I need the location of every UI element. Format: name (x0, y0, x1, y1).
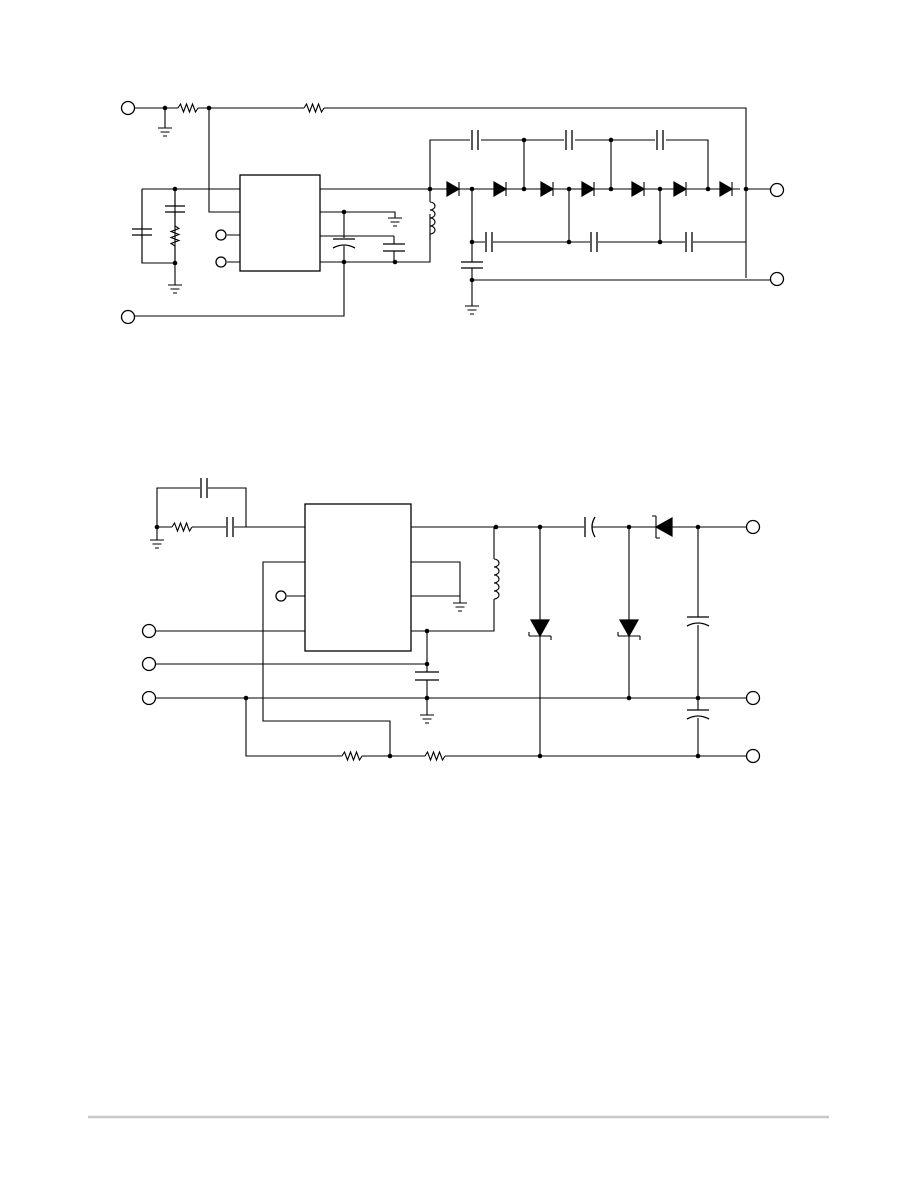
ground-symbol (168, 263, 182, 294)
resistor-bottom-3 (424, 750, 446, 762)
inductor-bottom (493, 558, 500, 600)
ground-symbol (453, 602, 467, 612)
resistor-bottom-1 (171, 521, 193, 533)
capacitor-mult-4 (485, 232, 493, 252)
ground-symbol (388, 217, 402, 227)
diode-chain (446, 180, 734, 198)
zener-diode-3 (654, 516, 673, 538)
bottom-circuit (141, 478, 761, 764)
top-circuit (120, 100, 785, 325)
ic-chip-bottom (304, 503, 412, 652)
capacitor-output-1 (686, 616, 710, 627)
input-terminal-1[interactable] (141, 623, 157, 639)
output-terminal-return[interactable] (769, 271, 785, 287)
capacitor-output-2 (686, 709, 710, 720)
input-terminal-3[interactable] (141, 690, 157, 706)
zener-diode-1 (529, 619, 551, 638)
resistor-r2 (303, 102, 325, 114)
capacitor-series (226, 517, 234, 537)
capacitor-feedback (200, 478, 208, 498)
resistor-r1 (177, 102, 199, 114)
capacitor-electrolytic-top (332, 238, 356, 249)
output-terminal-2[interactable] (745, 690, 761, 706)
capacitor-mult-6 (685, 232, 693, 252)
output-terminal-high[interactable] (769, 182, 785, 198)
resistor-bottom-2 (341, 750, 363, 762)
pin-terminal-c[interactable] (275, 590, 287, 602)
input-terminal-2[interactable] (141, 656, 157, 672)
ground-symbol (420, 714, 434, 724)
capacitor-mult-3 (656, 130, 664, 150)
input-terminal-top[interactable] (120, 100, 136, 116)
capacitor-top-right (383, 243, 405, 252)
capacitor-bypass (415, 671, 439, 681)
output-terminal-3[interactable] (745, 748, 761, 764)
inductor-top (429, 201, 436, 235)
resistor-rc (169, 225, 181, 263)
pin-terminal-b[interactable] (215, 256, 227, 268)
ic-chip-top (239, 174, 321, 272)
capacitor-mult-5 (590, 232, 598, 252)
ground-symbol (158, 108, 172, 137)
capacitor-mult-2 (565, 130, 573, 150)
input-terminal-bottom[interactable] (120, 309, 136, 325)
output-terminal-1[interactable] (745, 519, 761, 535)
zener-diode-2 (618, 619, 640, 638)
ground-symbol (465, 305, 479, 315)
ground-symbol (150, 527, 164, 549)
top-input-wire (135, 107, 747, 278)
pin-terminal-a[interactable] (215, 229, 227, 241)
capacitor-mult-1 (471, 130, 479, 150)
capacitor-bottom (461, 261, 483, 269)
